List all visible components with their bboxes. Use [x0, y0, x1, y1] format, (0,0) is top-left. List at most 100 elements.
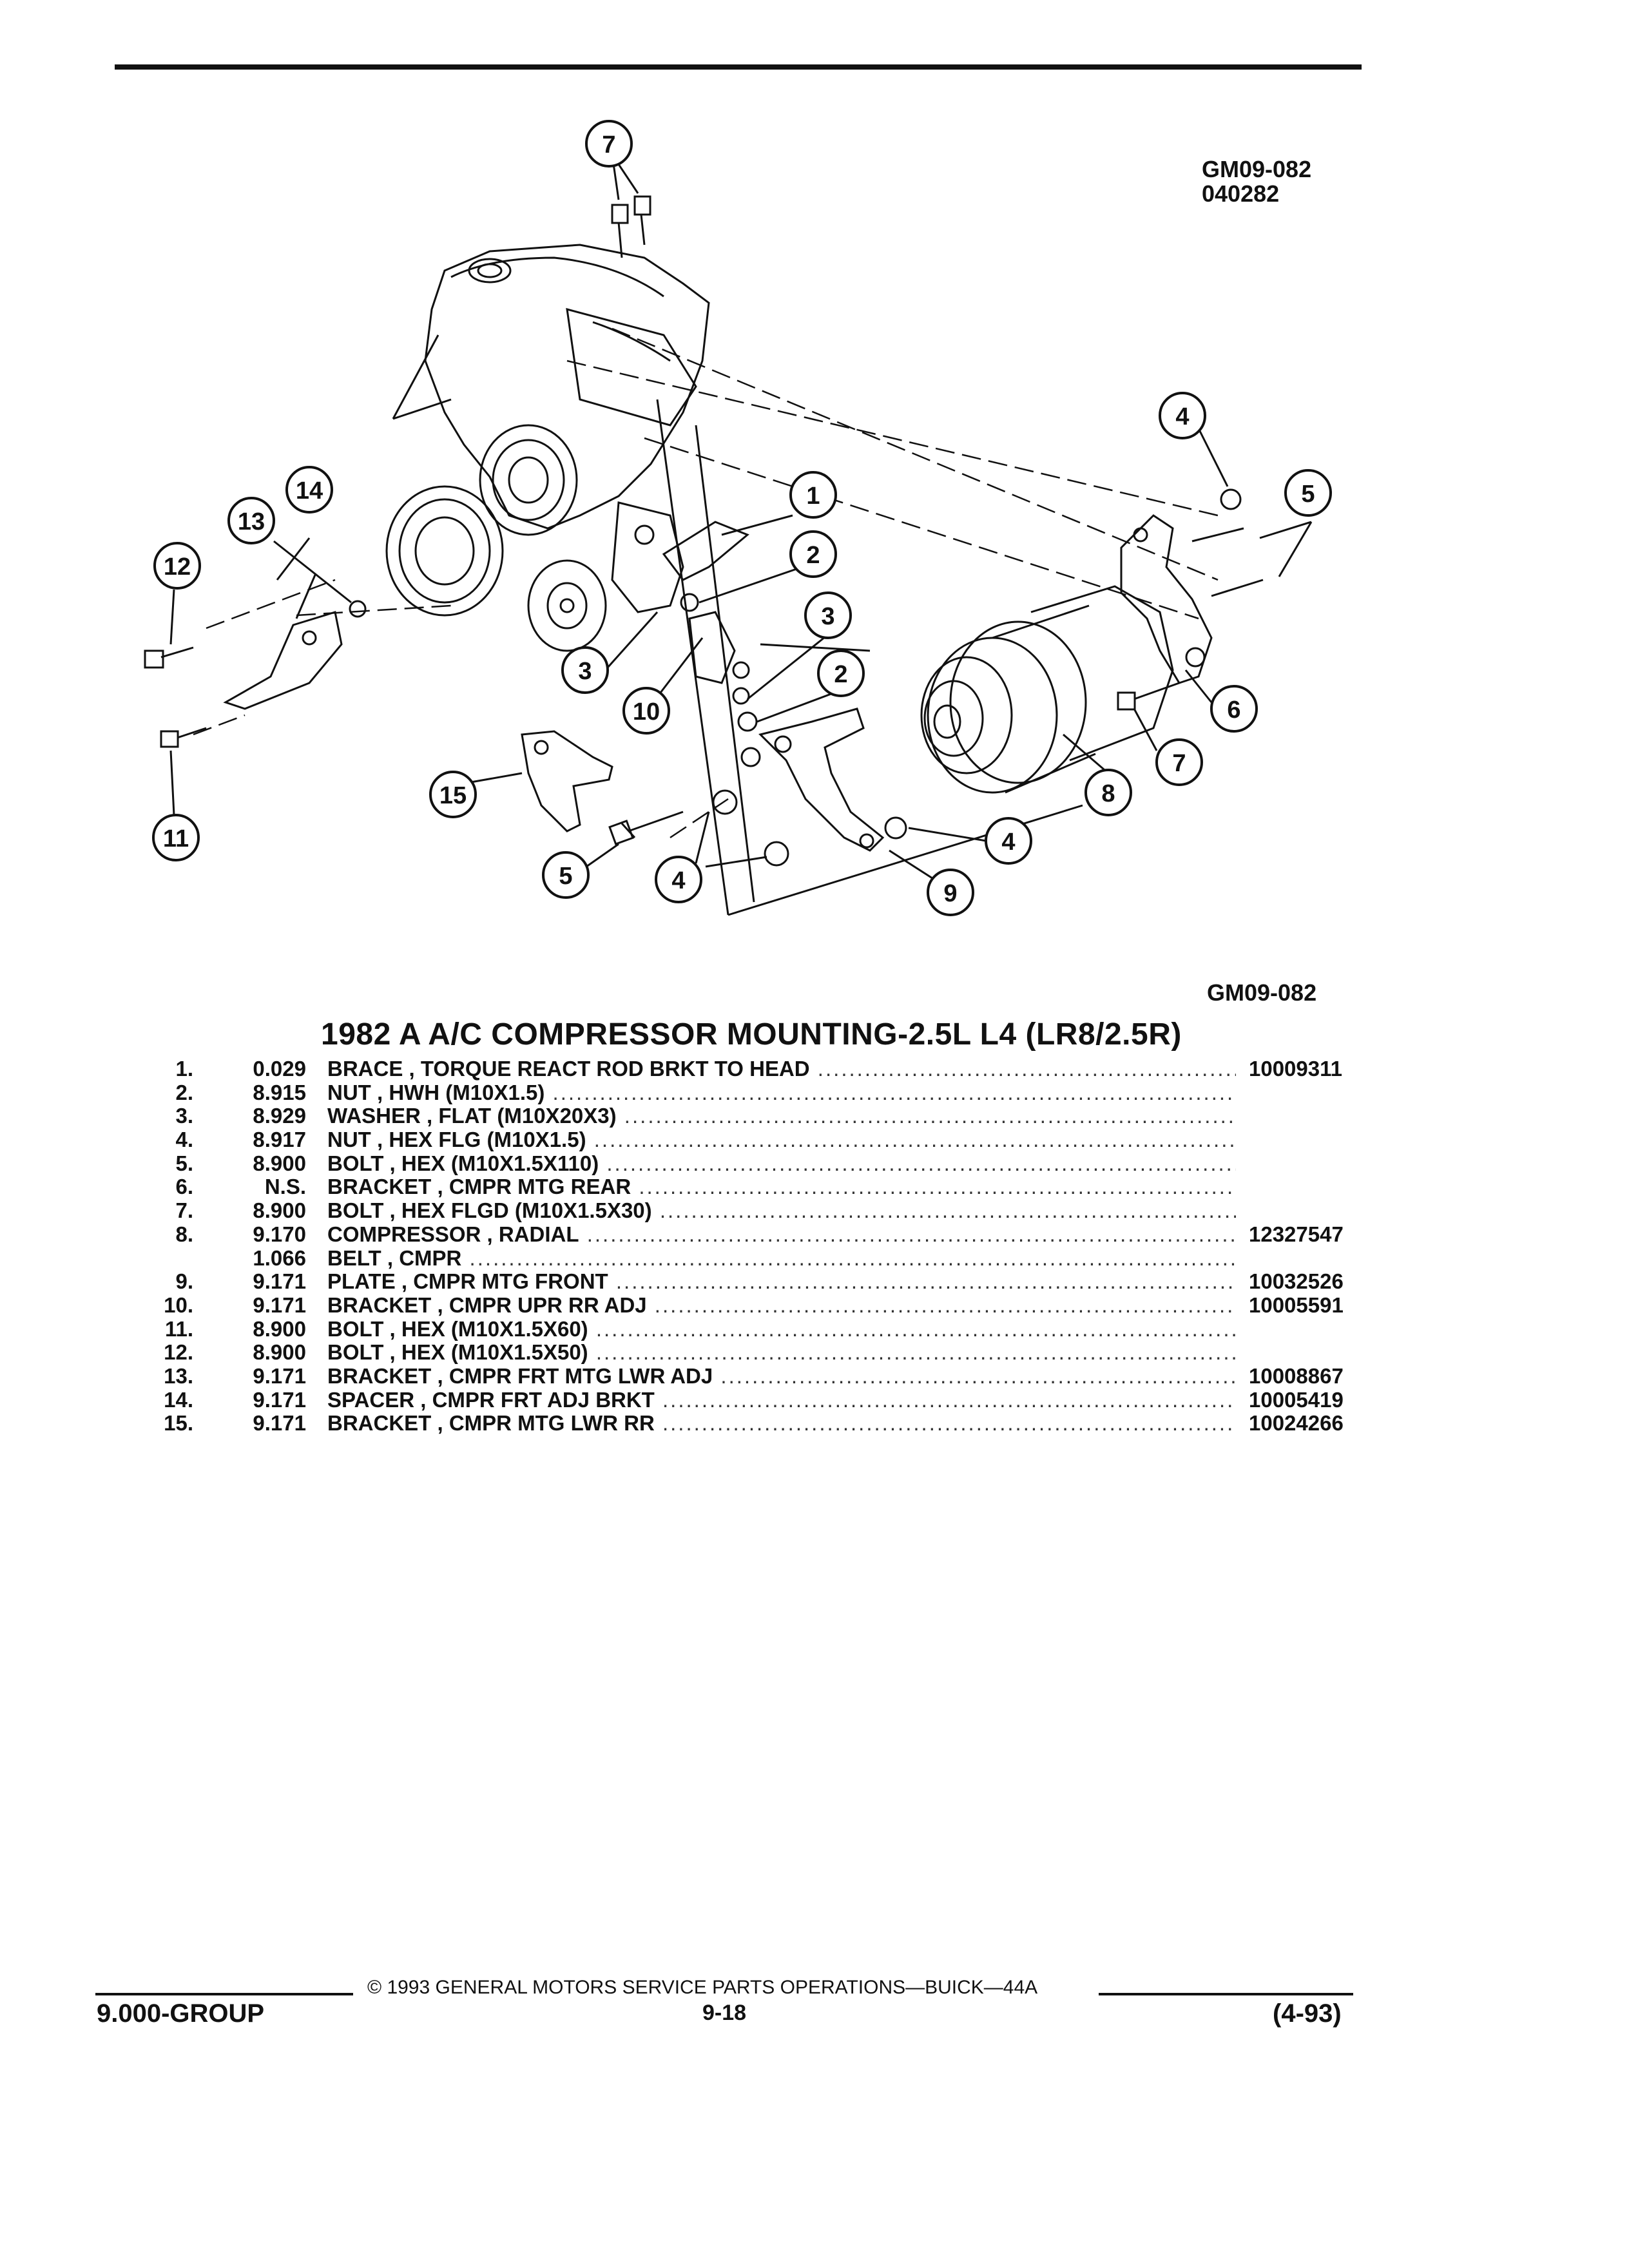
part-description: BRACKET , CMPR MTG LWR RR	[327, 1411, 655, 1436]
part-group: 8.917	[253, 1128, 306, 1152]
dot-leader: ........................................…	[552, 1080, 1236, 1104]
part-group: 8.900	[253, 1316, 306, 1341]
callout-8: 8	[1084, 769, 1132, 816]
svg-text:4: 4	[671, 867, 685, 894]
callout-1: 1	[789, 471, 837, 519]
part-description: BOLT , HEX (M10X1.5X110)	[327, 1151, 599, 1175]
part-description: BRACKET , CMPR UPR RR ADJ	[327, 1293, 647, 1317]
parts-row: 8. 9.170 COMPRESSOR , RADIAL .............…	[155, 1222, 1366, 1247]
callout-7-top: 7	[585, 120, 633, 168]
dot-leader: ........................................…	[586, 1222, 1236, 1246]
dot-leader: ........................................…	[659, 1198, 1236, 1223]
svg-text:7: 7	[602, 131, 615, 159]
part-description-cell: BRACKET , CMPR UPR RR ADJ ..............…	[327, 1293, 1236, 1318]
callout-11: 11	[152, 814, 200, 861]
parts-row: 10. 9.171 BRACKET , CMPR UPR RR ADJ ......…	[155, 1293, 1366, 1318]
part-description-cell: BOLT , HEX (M10X1.5X50) ................…	[327, 1340, 1236, 1365]
callout-2b: 2	[817, 649, 865, 697]
part-number: 10005419	[1242, 1387, 1344, 1412]
svg-text:7: 7	[1172, 750, 1186, 777]
part-number: 12327547	[1242, 1222, 1344, 1247]
exploded-parts-diagram: 7 1 2 3 2 3 10 4 5 6 7 8 4 9 4 5 15 14 1…	[144, 120, 1332, 916]
copyright: © 1993 GENERAL MOTORS SERVICE PARTS OPER…	[367, 1977, 1038, 1998]
part-description-cell: WASHER , FLAT (M10X20X3) ...............…	[327, 1104, 1236, 1128]
part-index: 14.	[164, 1387, 193, 1412]
callout-7-right: 7	[1155, 738, 1203, 786]
part-description: NUT , HEX FLG (M10X1.5)	[327, 1128, 586, 1152]
part-index: 7.	[175, 1198, 193, 1223]
part-description: BELT , CMPR	[327, 1245, 462, 1270]
part-group: 8.900	[253, 1151, 306, 1175]
dot-leader: ........................................…	[469, 1245, 1236, 1270]
part-group: 8.915	[253, 1080, 306, 1104]
part-description-cell: BRACKET , CMPR MTG REAR ................…	[327, 1175, 1236, 1199]
part-number: 10024266	[1242, 1411, 1344, 1436]
part-index: 4.	[175, 1128, 193, 1152]
dot-leader: ........................................…	[662, 1411, 1236, 1436]
part-index: 9.	[175, 1269, 193, 1294]
callout-12: 12	[153, 542, 201, 590]
svg-text:12: 12	[164, 553, 191, 581]
svg-text:5: 5	[1301, 481, 1315, 508]
svg-text:4: 4	[1001, 829, 1015, 856]
footer-rule-left	[95, 1993, 353, 1995]
part-group: 9.171	[253, 1269, 306, 1294]
part-description-cell: BOLT , HEX (M10X1.5X110) ...............…	[327, 1151, 1236, 1176]
callout-2a: 2	[789, 530, 837, 578]
callout-3a: 3	[804, 591, 852, 639]
part-description-cell: NUT , HWH (M10X1.5) ....................…	[327, 1081, 1236, 1105]
callout-5a: 5	[1284, 469, 1332, 517]
part-description: COMPRESSOR , RADIAL	[327, 1222, 579, 1246]
callout-15: 15	[429, 771, 477, 818]
callout-3b: 3	[561, 646, 609, 694]
part-description-cell: BRACKET , CMPR FRT MTG LWR ADJ .........…	[327, 1364, 1236, 1389]
parts-row: 15. 9.171 BRACKET , CMPR MTG LWR RR ......…	[155, 1411, 1366, 1436]
svg-text:13: 13	[238, 508, 265, 535]
dot-leader: ........................................…	[593, 1128, 1236, 1152]
part-group: 9.171	[253, 1411, 306, 1436]
part-description: BRACKET , CMPR MTG REAR	[327, 1175, 631, 1199]
part-group: 8.900	[253, 1340, 306, 1365]
part-group: 9.171	[253, 1387, 306, 1412]
callout-4a: 4	[1159, 392, 1206, 439]
part-index: 8.	[175, 1222, 193, 1246]
part-group: 8.929	[253, 1104, 306, 1128]
part-number: 10009311	[1242, 1057, 1343, 1081]
part-index: 15.	[164, 1411, 193, 1436]
part-description-cell: BRACE , TORQUE REACT ROD BRKT TO HEAD ..…	[327, 1057, 1236, 1081]
part-description-cell: COMPRESSOR , RADIAL ....................…	[327, 1222, 1236, 1247]
dot-leader: ........................................…	[720, 1363, 1236, 1388]
callout-5b: 5	[542, 851, 590, 899]
part-group: 9.170	[253, 1222, 306, 1246]
part-description-cell: BOLT , HEX FLGD (M10X1.5X30) ...........…	[327, 1198, 1236, 1223]
part-description-cell: BOLT , HEX (M10X1.5X60) ................…	[327, 1317, 1236, 1341]
part-description-cell: PLATE , CMPR MTG FRONT .................…	[327, 1269, 1236, 1294]
part-group: 9.171	[253, 1293, 306, 1317]
top-rule	[115, 64, 1362, 70]
part-index: 10.	[164, 1293, 193, 1317]
part-description: BRACE , TORQUE REACT ROD BRKT TO HEAD	[327, 1057, 810, 1081]
part-description: BOLT , HEX (M10X1.5X60)	[327, 1316, 588, 1341]
svg-text:15: 15	[439, 782, 467, 809]
dot-leader: ........................................…	[639, 1175, 1236, 1199]
revision-date: (4-93)	[1273, 1999, 1342, 2028]
callout-4c: 4	[655, 856, 702, 903]
svg-text:5: 5	[559, 863, 572, 890]
svg-text:1: 1	[806, 483, 820, 510]
figure-date: 040282	[1202, 180, 1280, 207]
part-description: BOLT , HEX (M10X1.5X50)	[327, 1340, 588, 1365]
part-description-cell: BRACKET , CMPR MTG LWR RR ..............…	[327, 1411, 1236, 1436]
part-index: 12.	[164, 1340, 193, 1365]
callout-13: 13	[227, 497, 275, 544]
part-description: BRACKET , CMPR FRT MTG LWR ADJ	[327, 1363, 713, 1388]
part-index: 13.	[164, 1363, 193, 1388]
dot-leader: ........................................…	[615, 1269, 1236, 1294]
svg-text:8: 8	[1101, 780, 1115, 807]
part-index: 5.	[175, 1151, 193, 1175]
